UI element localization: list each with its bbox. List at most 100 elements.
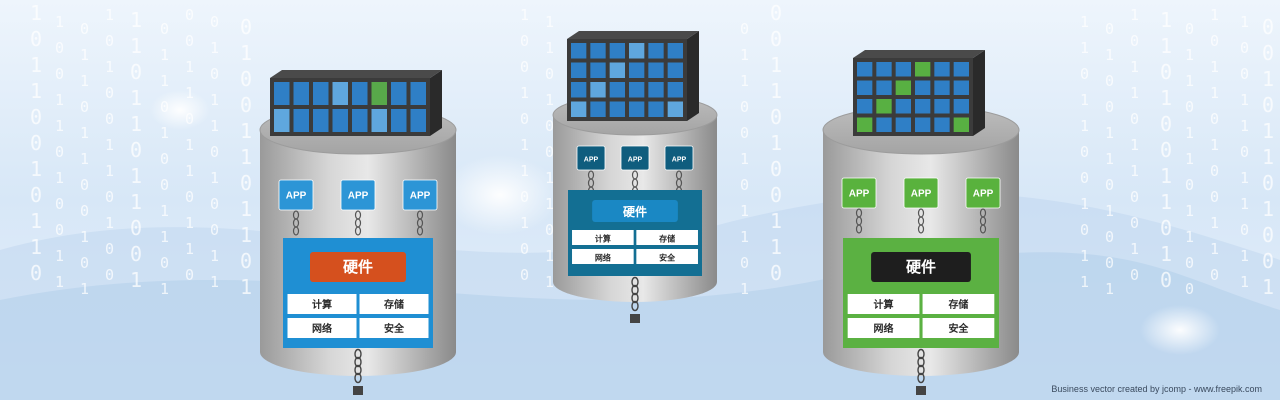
building-window bbox=[590, 62, 606, 78]
binary-digit: 0 bbox=[210, 195, 219, 213]
binary-digit: 0 bbox=[210, 143, 219, 161]
binary-digit: 1 bbox=[1185, 228, 1194, 246]
binary-digit: 1 bbox=[1130, 58, 1139, 76]
binary-digit: 1 bbox=[740, 46, 749, 64]
binary-digit: 1 bbox=[185, 136, 194, 154]
binary-digit: 0 bbox=[770, 183, 782, 207]
binary-digit: 0 bbox=[1130, 266, 1139, 284]
binary-digit: 1 bbox=[1080, 117, 1089, 135]
binary-digit: 0 bbox=[240, 171, 252, 195]
binary-digit: 0 bbox=[770, 27, 782, 51]
building-window bbox=[876, 117, 892, 132]
binary-digit: 0 bbox=[160, 20, 169, 38]
binary-digit: 0 bbox=[185, 6, 194, 24]
binary-digit: 0 bbox=[210, 65, 219, 83]
binary-digit: 0 bbox=[240, 67, 252, 91]
function-cell-label: 网络 bbox=[874, 322, 894, 335]
building-window bbox=[313, 82, 329, 105]
function-cell-label: 网络 bbox=[595, 253, 611, 263]
binary-digit: 0 bbox=[185, 32, 194, 50]
binary-digit: 0 bbox=[520, 58, 529, 76]
app-box bbox=[664, 145, 694, 171]
hardware-label: 硬件 bbox=[906, 258, 936, 276]
binary-digit: 0 bbox=[1185, 254, 1194, 272]
binary-digit: 0 bbox=[185, 188, 194, 206]
function-cell-label: 计算 bbox=[874, 298, 894, 311]
binary-digit: 1 bbox=[520, 6, 529, 24]
function-cell bbox=[359, 294, 429, 314]
function-cell bbox=[572, 249, 634, 264]
building-window bbox=[953, 117, 969, 132]
binary-digit: 0 bbox=[105, 110, 114, 128]
binary-digit: 1 bbox=[240, 223, 252, 247]
binary-digit: 1 bbox=[30, 53, 42, 77]
binary-digit: 1 bbox=[1080, 247, 1089, 265]
binary-digit: 1 bbox=[770, 79, 782, 103]
building-window bbox=[667, 43, 683, 59]
building-window bbox=[590, 101, 606, 117]
building-window bbox=[609, 43, 625, 59]
binary-digit: 0 bbox=[1130, 188, 1139, 206]
binary-digit: 0 bbox=[1240, 65, 1249, 83]
binary-digit: 1 bbox=[1080, 195, 1089, 213]
building-window bbox=[915, 62, 931, 77]
building-window bbox=[667, 82, 683, 98]
binary-digit: 1 bbox=[1210, 214, 1219, 232]
binary-digit: 0 bbox=[1185, 176, 1194, 194]
binary-digit: 1 bbox=[520, 84, 529, 102]
chain-link bbox=[354, 348, 362, 360]
chain-link bbox=[917, 364, 925, 376]
app-box bbox=[340, 179, 376, 211]
function-cell-label: 存储 bbox=[948, 298, 968, 311]
binary-digit: 1 bbox=[185, 240, 194, 258]
app-label: APP bbox=[672, 157, 687, 164]
building-side bbox=[687, 31, 699, 121]
binary-digit: 1 bbox=[1080, 91, 1089, 109]
function-cell bbox=[572, 230, 634, 245]
binary-digit: 0 bbox=[1185, 280, 1194, 298]
binary-digit: 1 bbox=[1105, 150, 1114, 168]
chain-link bbox=[631, 292, 639, 304]
binary-digit: 1 bbox=[1130, 6, 1139, 24]
binary-digit: 1 bbox=[770, 209, 782, 233]
binary-digit: 0 bbox=[105, 266, 114, 284]
binary-digit: 0 bbox=[185, 266, 194, 284]
building-roof bbox=[853, 50, 985, 58]
light-glow bbox=[150, 90, 210, 130]
chain-link bbox=[292, 226, 300, 236]
binary-digit: 0 bbox=[1105, 228, 1114, 246]
binary-digit: 1 bbox=[520, 136, 529, 154]
binary-digit: 1 bbox=[30, 79, 42, 103]
binary-digit: 1 bbox=[1160, 190, 1172, 214]
binary-digit: 0 bbox=[740, 176, 749, 194]
building-window bbox=[293, 109, 309, 132]
chain-weight bbox=[630, 314, 640, 323]
binary-digit: 1 bbox=[520, 214, 529, 232]
building-window bbox=[857, 99, 873, 114]
binary-digit: 1 bbox=[210, 39, 219, 57]
building-window bbox=[934, 80, 950, 95]
binary-digit: 1 bbox=[130, 86, 142, 110]
building-window bbox=[667, 62, 683, 78]
function-cell bbox=[922, 294, 995, 314]
binary-digit: 1 bbox=[105, 58, 114, 76]
binary-digit: 1 bbox=[1160, 34, 1172, 58]
building-window bbox=[876, 62, 892, 77]
building-window bbox=[648, 43, 664, 59]
binary-digit: 0 bbox=[240, 93, 252, 117]
binary-digit: 1 bbox=[1240, 273, 1249, 291]
binary-digit: 1 bbox=[545, 13, 554, 31]
light-glow bbox=[440, 155, 560, 235]
binary-digit: 0 bbox=[240, 15, 252, 39]
building-window bbox=[410, 82, 426, 105]
app-label: APP bbox=[628, 157, 643, 164]
chain-link bbox=[631, 300, 639, 312]
binary-digit: 1 bbox=[55, 91, 64, 109]
binary-digit: 0 bbox=[160, 254, 169, 272]
building-window bbox=[571, 82, 587, 98]
binary-digit: 0 bbox=[210, 221, 219, 239]
binary-digit: 0 bbox=[1210, 162, 1219, 180]
binary-digit: 1 bbox=[770, 235, 782, 259]
binary-digit: 0 bbox=[1262, 249, 1274, 273]
